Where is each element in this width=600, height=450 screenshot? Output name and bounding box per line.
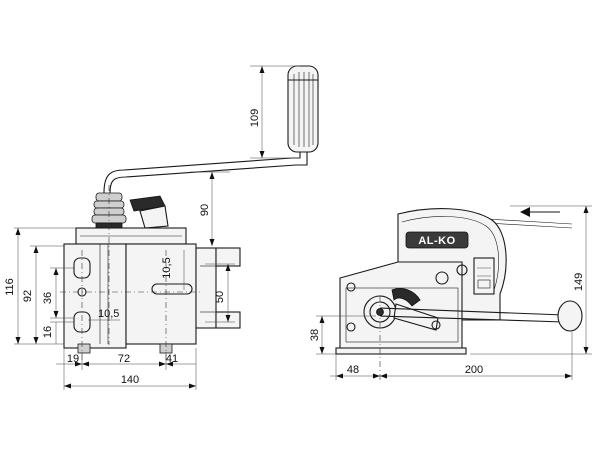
dim-16: 16	[42, 326, 54, 338]
ratchet-lever	[129, 195, 169, 229]
crank-arm	[103, 152, 308, 194]
arrow-left-icon	[520, 207, 560, 217]
dim-90: 90	[199, 204, 211, 216]
dimension-labels: 109 90 116 92 36 16 10,5 10,5 50 19 72 4…	[4, 109, 585, 386]
drum-side	[195, 247, 241, 329]
mount-plate	[63, 243, 127, 349]
dim-10-5-top: 10,5	[161, 257, 173, 278]
dim-48: 48	[347, 364, 359, 376]
dim-109: 109	[249, 109, 261, 127]
dim-36: 36	[42, 292, 54, 304]
dim-10-5-left: 10,5	[98, 308, 119, 320]
brand-logo: AL-KO	[405, 231, 469, 249]
dim-149: 149	[573, 273, 585, 291]
dim-19: 19	[67, 353, 79, 365]
dim-72: 72	[118, 353, 130, 365]
dim-38: 38	[309, 329, 321, 341]
dim-50: 50	[214, 291, 226, 303]
dim-41: 41	[166, 353, 178, 365]
crank-handle-side	[379, 300, 583, 332]
dim-140: 140	[121, 374, 139, 386]
handle-grip	[287, 65, 319, 153]
dim-200: 200	[465, 364, 483, 376]
dim-92: 92	[22, 290, 34, 302]
front-view	[60, 65, 319, 360]
dim-116: 116	[4, 278, 16, 296]
brand-logo-text: AL-KO	[418, 235, 455, 247]
info-label	[473, 257, 495, 295]
side-view: AL-KO	[335, 207, 583, 380]
dimension-lines	[14, 65, 592, 390]
